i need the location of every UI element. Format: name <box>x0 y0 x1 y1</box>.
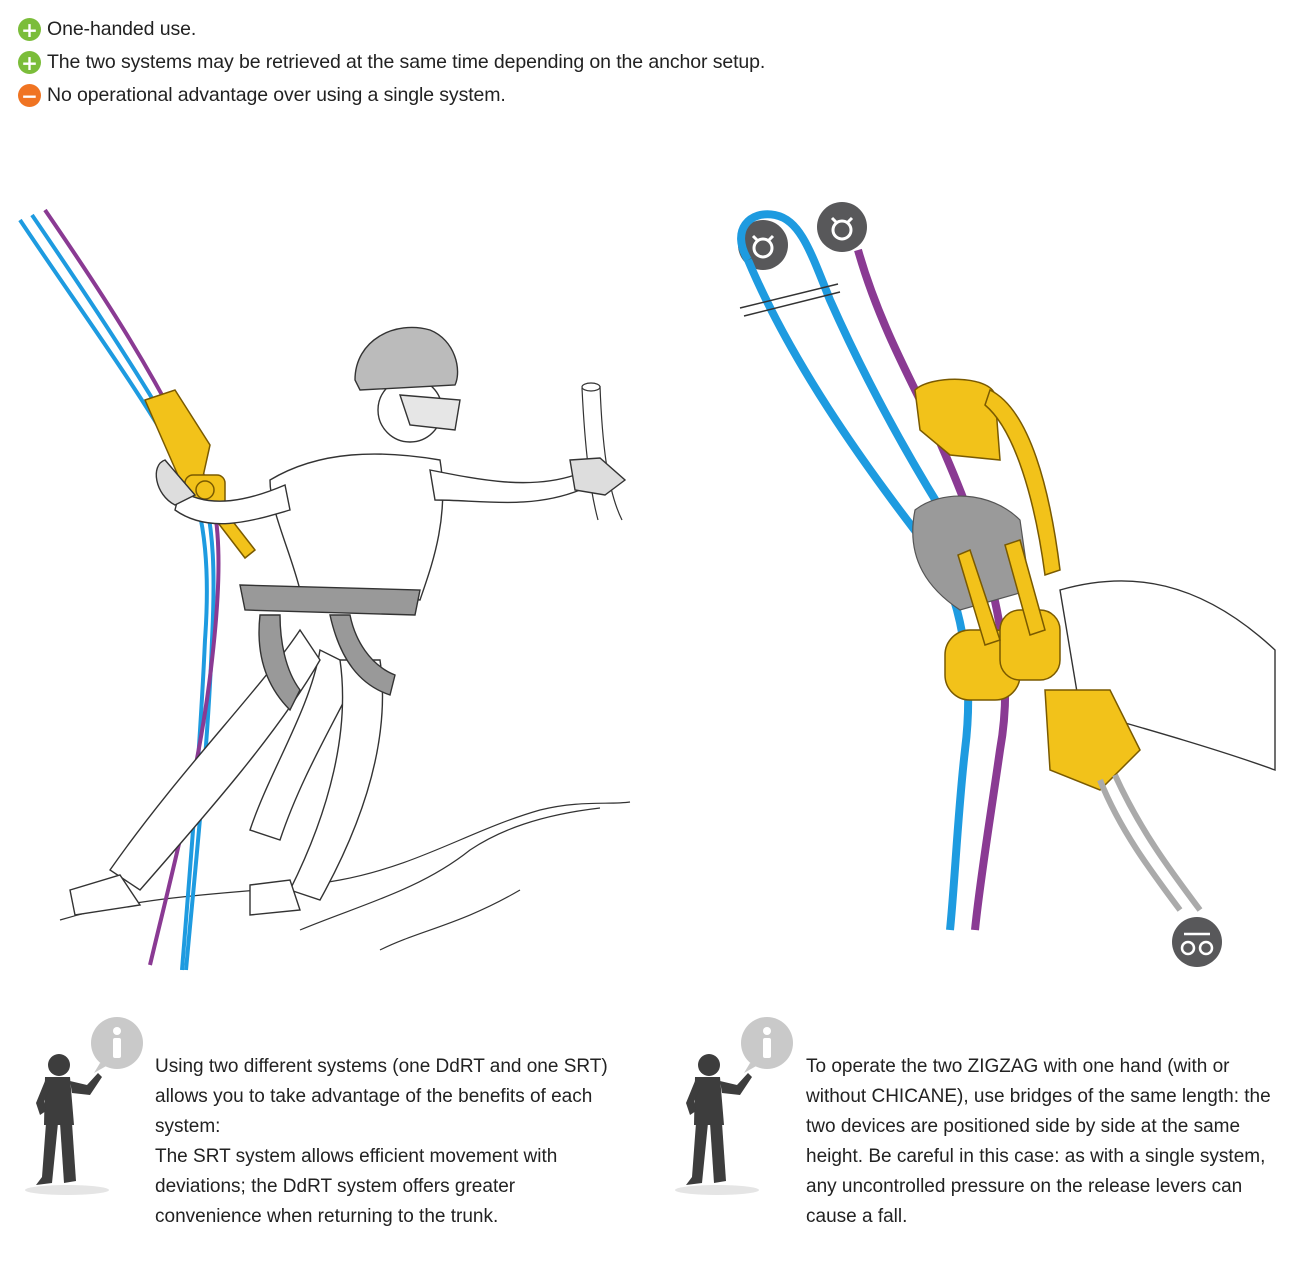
info-figure <box>25 1017 143 1195</box>
info-icon <box>91 1017 143 1073</box>
minus-icon: − <box>18 84 41 107</box>
plus-icon: + <box>18 51 41 74</box>
tip-text: To operate the two ZIGZAG with one hand … <box>806 1056 1271 1227</box>
info-figure <box>675 1017 793 1195</box>
harness-icon <box>1172 917 1222 967</box>
pro-item: + The two systems may be retrieved at th… <box>18 46 765 79</box>
plus-icon: + <box>18 18 41 41</box>
con-text: No operational advantage over using a si… <box>47 84 506 106</box>
climber-illustration <box>18 208 631 971</box>
zigzag-illustration <box>737 202 1276 967</box>
anchor-icon <box>817 202 867 252</box>
pro-text: The two systems may be retrieved at the … <box>47 51 766 73</box>
tip-text: Using two different systems (one DdRT an… <box>155 1056 608 1227</box>
pros-cons-list: + One-handed use. + The two systems may … <box>18 13 765 112</box>
pro-text: One-handed use. <box>47 18 197 40</box>
con-item: − No operational advantage over using a … <box>18 79 765 112</box>
info-icon <box>741 1017 793 1073</box>
pro-item: + One-handed use. <box>18 13 765 46</box>
